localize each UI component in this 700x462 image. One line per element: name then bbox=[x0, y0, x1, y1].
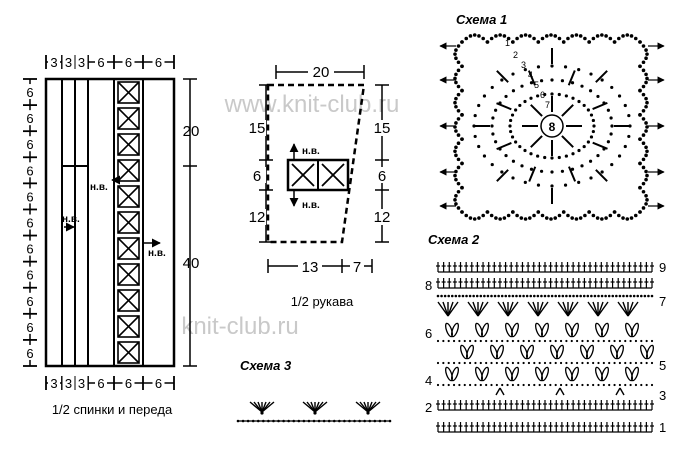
sleeve-caption: 1/2 рукава bbox=[291, 294, 354, 309]
scheme3: Схема 3 bbox=[236, 358, 392, 423]
body-dim-label: 3 bbox=[78, 55, 85, 70]
body-dim-label: 3 bbox=[50, 376, 57, 391]
scheme1-center-label: 8 bbox=[549, 120, 556, 134]
scheme2-row-label: 4 bbox=[425, 373, 432, 388]
body-right-dim-40: 40 bbox=[183, 255, 200, 272]
scheme2-row-label: 6 bbox=[425, 326, 432, 341]
sleeve-right-dim: 15 bbox=[374, 120, 391, 137]
sleeve-left-dim: 12 bbox=[249, 209, 266, 226]
scheme2-row-label: 5 bbox=[659, 358, 666, 373]
scheme2-row-label: 7 bbox=[659, 294, 666, 309]
body-dim-label: 3 bbox=[50, 55, 57, 70]
body-dim-label: 3 bbox=[65, 376, 72, 391]
body-left-dim-label: 6 bbox=[26, 85, 33, 100]
scheme3-title: Схема 3 bbox=[240, 358, 292, 373]
scheme1-label: 1 bbox=[505, 38, 510, 48]
body-left-dim-label: 6 bbox=[26, 111, 33, 126]
body-left-dim-label: 6 bbox=[26, 242, 33, 257]
sleeve-top-dim: 20 bbox=[313, 64, 330, 81]
body-left-dim-label: 6 bbox=[26, 216, 33, 231]
body-left-dim-label: 6 bbox=[26, 268, 33, 283]
scheme2-row-label: 9 bbox=[659, 260, 666, 275]
scheme1-label: 2 bbox=[513, 50, 518, 60]
scheme2-row-label: 1 bbox=[659, 420, 666, 435]
scheme1: Схема 1 8 1 2 3 4 5 6 7 bbox=[439, 12, 665, 221]
cross-square bbox=[117, 133, 140, 156]
sleeve-bottom-dim: 13 bbox=[302, 259, 319, 276]
cross-square bbox=[117, 341, 140, 364]
scheme2-title: Схема 2 bbox=[428, 232, 480, 247]
body-left-dim-label: 6 bbox=[26, 294, 33, 309]
watermark-bottom: knit-club.ru bbox=[181, 313, 298, 340]
watermark-top: www.knit-club.ru bbox=[224, 91, 400, 118]
cross-squares-column bbox=[117, 81, 140, 364]
sleeve-right-dim: 6 bbox=[378, 168, 386, 185]
sleeve-cross-square bbox=[291, 163, 315, 187]
cross-square bbox=[117, 315, 140, 338]
scheme1-center bbox=[540, 114, 564, 138]
scheme3-pattern bbox=[236, 401, 392, 423]
sleeve-bottom-dim: 7 bbox=[353, 259, 361, 276]
body-dim-label: 6 bbox=[155, 55, 162, 70]
sleeve-panel: 20 15 6 12 15 6 12 13 7 н.в. bbox=[248, 64, 391, 309]
body-dim-label: 6 bbox=[155, 376, 162, 391]
body-dim-label: 3 bbox=[78, 376, 85, 391]
body-dim-label: 6 bbox=[125, 376, 132, 391]
scheme1-arrows bbox=[439, 42, 665, 210]
scheme1-label: 7 bbox=[545, 100, 550, 110]
body-mark-nv: н.в. bbox=[62, 214, 80, 225]
body-dim-label: 6 bbox=[97, 55, 104, 70]
scheme2-row-label: 2 bbox=[425, 400, 432, 415]
body-dim-label: 3 bbox=[65, 55, 72, 70]
body-left-dim-label: 6 bbox=[26, 320, 33, 335]
scheme1-label: 3 bbox=[521, 60, 526, 70]
scheme1-label: 4 bbox=[528, 70, 533, 80]
scheme1-stitches bbox=[474, 48, 630, 204]
body-left-dim-label: 6 bbox=[26, 137, 33, 152]
body-mark-nv: н.в. bbox=[90, 182, 108, 193]
scheme2-row-label: 3 bbox=[659, 388, 666, 403]
scheme2-row-label: 8 bbox=[425, 278, 432, 293]
scheme2-pattern bbox=[436, 262, 655, 433]
sleeve-left-dim: 6 bbox=[253, 168, 261, 185]
body-left-dim-label: 6 bbox=[26, 189, 33, 204]
body-outline bbox=[44, 77, 176, 368]
sleeve-left-dim: 15 bbox=[249, 120, 266, 137]
body-dim-label: 6 bbox=[125, 55, 132, 70]
scheme2: Схема 2 8 6 4 2 9 7 5 3 1 bbox=[425, 232, 666, 435]
scheme1-title: Схема 1 bbox=[456, 12, 507, 27]
sleeve-mark-nv: н.в. bbox=[302, 146, 320, 157]
body-caption: 1/2 спинки и переда bbox=[52, 402, 173, 417]
scheme1-chain-dots bbox=[453, 33, 649, 221]
sleeve-right-dim: 12 bbox=[374, 209, 391, 226]
cross-square bbox=[117, 211, 140, 234]
cross-square bbox=[117, 237, 140, 260]
scheme1-label: 5 bbox=[534, 80, 539, 90]
sleeve-mark-nv: н.в. bbox=[302, 200, 320, 211]
cross-square bbox=[117, 263, 140, 286]
sleeve-cross-square bbox=[321, 163, 345, 187]
cross-square bbox=[117, 107, 140, 130]
body-dim-label: 6 bbox=[97, 376, 104, 391]
cross-square bbox=[117, 159, 140, 182]
cross-square bbox=[117, 289, 140, 312]
cross-square bbox=[117, 81, 140, 104]
body-left-dim-label: 6 bbox=[26, 346, 33, 361]
body-right-dim-20: 20 bbox=[183, 123, 200, 140]
body-left-dim-label: 6 bbox=[26, 163, 33, 178]
scheme1-label: 6 bbox=[540, 90, 545, 100]
body-mark-nv: н.в. bbox=[148, 248, 166, 259]
body-left-dimensions: 6 6 6 6 6 6 6 6 6 6 6 bbox=[23, 78, 37, 367]
cross-square bbox=[117, 185, 140, 208]
